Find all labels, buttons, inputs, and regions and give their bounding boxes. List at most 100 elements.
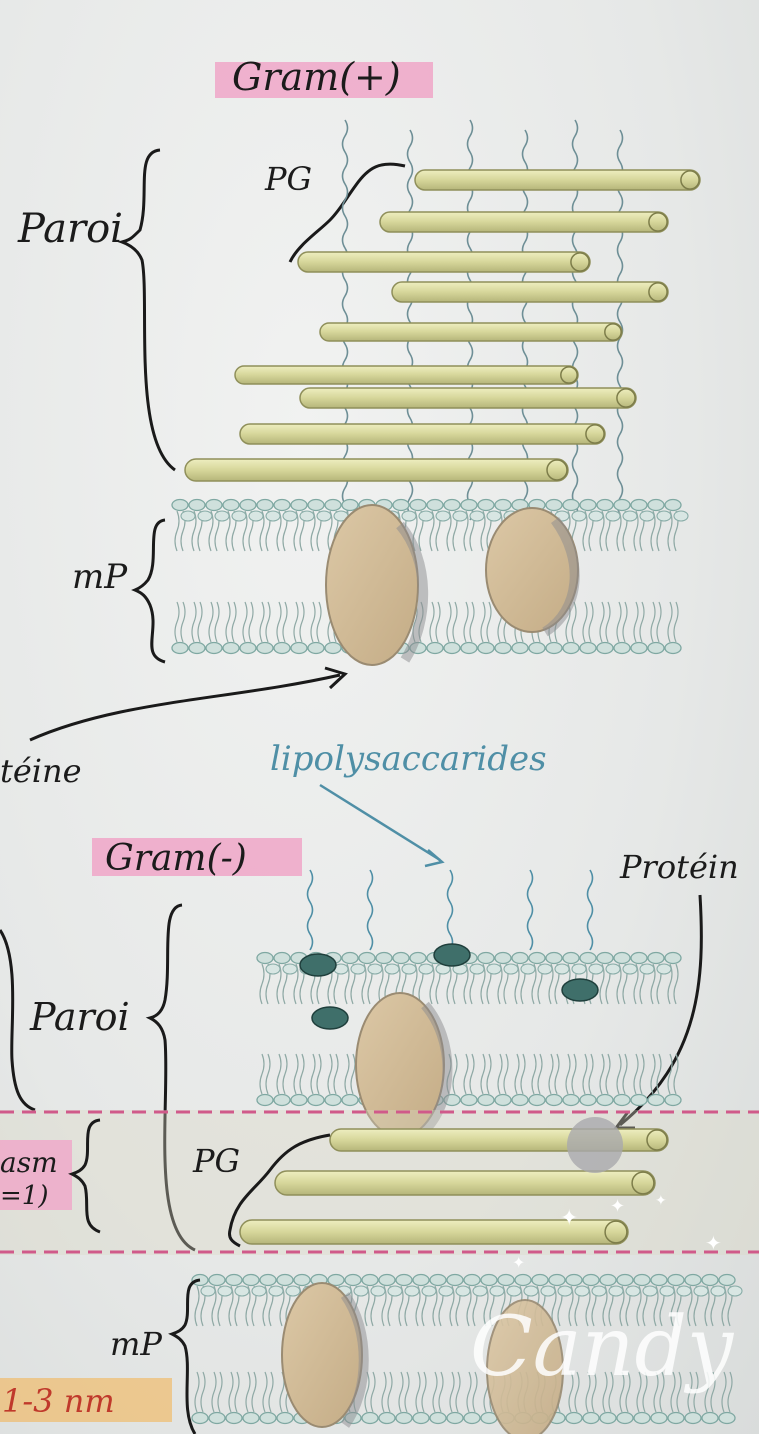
lipid-tail — [600, 1054, 604, 1094]
lipid-tail — [450, 1372, 454, 1412]
lipid-head — [626, 1286, 640, 1296]
lipid-head — [606, 511, 620, 521]
polymer-chain — [588, 870, 593, 950]
peptidoglycan-strand — [275, 1171, 655, 1195]
gram-negative-protein-pointer — [620, 895, 701, 1125]
lipid-head — [240, 500, 256, 511]
lipid-head — [206, 500, 222, 511]
lipid-tail — [453, 602, 457, 642]
lipid-head — [490, 1286, 504, 1296]
sparkle-2: ✦ — [610, 1196, 625, 1217]
lipid-head — [597, 953, 613, 964]
gram-negative-paroi-label: Paroi — [29, 995, 130, 1039]
lipid-head — [668, 1275, 684, 1286]
lipid-head — [685, 1413, 701, 1424]
lipid-head — [521, 964, 535, 974]
lipid-head — [657, 964, 671, 974]
lipid-head — [617, 1275, 633, 1286]
lipid-tail — [470, 602, 474, 642]
lipid-head — [362, 1413, 378, 1424]
gram-positive-paroi-label: Paroi — [17, 206, 123, 252]
lipid-head — [243, 1275, 259, 1286]
lipid-head — [728, 1286, 742, 1296]
lipid-tail — [487, 1054, 491, 1094]
lipid-tail — [229, 1372, 233, 1412]
lipid-head — [580, 953, 596, 964]
lipid-head — [226, 1275, 242, 1286]
lipid-head — [283, 964, 297, 974]
lipid-head — [478, 500, 494, 511]
lipid-head — [583, 1275, 599, 1286]
gram-positive-section: Gram(+) Paroi PG mP téine — [0, 55, 700, 790]
lipid-head — [461, 500, 477, 511]
lipid-head — [317, 511, 331, 521]
lipid-head — [504, 964, 518, 974]
lipid-head — [580, 500, 596, 511]
periplasm-sub-label: =1) — [0, 1181, 48, 1211]
lipid-head — [257, 643, 273, 654]
lipid-head — [617, 1413, 633, 1424]
lipid-head — [371, 1286, 385, 1296]
gram-negative-membrane-size: 1-3 nm — [2, 1382, 115, 1420]
periplasm-label: asm — [0, 1146, 58, 1179]
lipid-tail — [283, 1054, 287, 1094]
peptidoglycan-strand — [380, 212, 668, 232]
lipid-head — [566, 1275, 582, 1286]
lipid-tail — [436, 602, 440, 642]
lipid-head — [651, 1413, 667, 1424]
lipid-tail — [328, 1054, 332, 1094]
peptidoglycan-strand — [298, 252, 590, 272]
lipid-head — [240, 643, 256, 654]
lipid-head — [181, 511, 195, 521]
lipid-head — [623, 964, 637, 974]
lipid-tail — [246, 1372, 250, 1412]
lipid-tail — [334, 1054, 338, 1094]
lipid-head — [294, 1275, 310, 1286]
lipid-head — [396, 1275, 412, 1286]
lipid-head — [218, 1286, 232, 1296]
lipid-head — [189, 500, 205, 511]
lipid-head — [427, 643, 443, 654]
lipid-tail — [218, 1372, 222, 1412]
lipid-tail — [651, 1054, 655, 1094]
lipid-tail — [634, 1054, 638, 1094]
lipid-head — [396, 1413, 412, 1424]
lipid-tail — [260, 602, 264, 642]
lipid-tail — [252, 1372, 256, 1412]
lipid-tail — [470, 1054, 474, 1094]
lipid-head — [614, 500, 630, 511]
lipid-tail — [606, 1054, 610, 1094]
lipid-head — [274, 643, 290, 654]
lipid-head — [325, 500, 341, 511]
lipid-head — [546, 1095, 562, 1106]
lipid-tail — [181, 602, 185, 642]
peptidoglycan-strand — [320, 323, 622, 341]
sparkle-4: ✦ — [705, 1231, 722, 1255]
lipid-head — [172, 643, 188, 654]
lipid-head — [665, 500, 681, 511]
lipid-head — [427, 500, 443, 511]
lipid-head — [325, 643, 341, 654]
lipid-tail — [277, 602, 281, 642]
lipid-head — [419, 511, 433, 521]
lipid-head — [546, 643, 562, 654]
lipid-head — [470, 964, 484, 974]
lipid-head — [648, 643, 664, 654]
lipid-head — [266, 511, 280, 521]
peptidoglycan-strand — [235, 366, 578, 384]
lipid-tail — [300, 602, 304, 642]
lipid-head — [473, 1286, 487, 1296]
lipid-tail — [583, 1054, 587, 1094]
lipid-head — [461, 1095, 477, 1106]
lipid-head — [575, 1286, 589, 1296]
lipid-tail — [195, 1372, 199, 1412]
lipid-head — [487, 511, 501, 521]
lipid-head — [657, 511, 671, 521]
lipid-head — [648, 500, 664, 511]
lipid-head — [597, 1095, 613, 1106]
lipid-head — [566, 1413, 582, 1424]
lipid-tail — [175, 511, 179, 551]
gram-negative-protein-label: Protéin — [619, 848, 739, 886]
lipid-tail — [192, 602, 196, 642]
lipid-head — [495, 643, 511, 654]
